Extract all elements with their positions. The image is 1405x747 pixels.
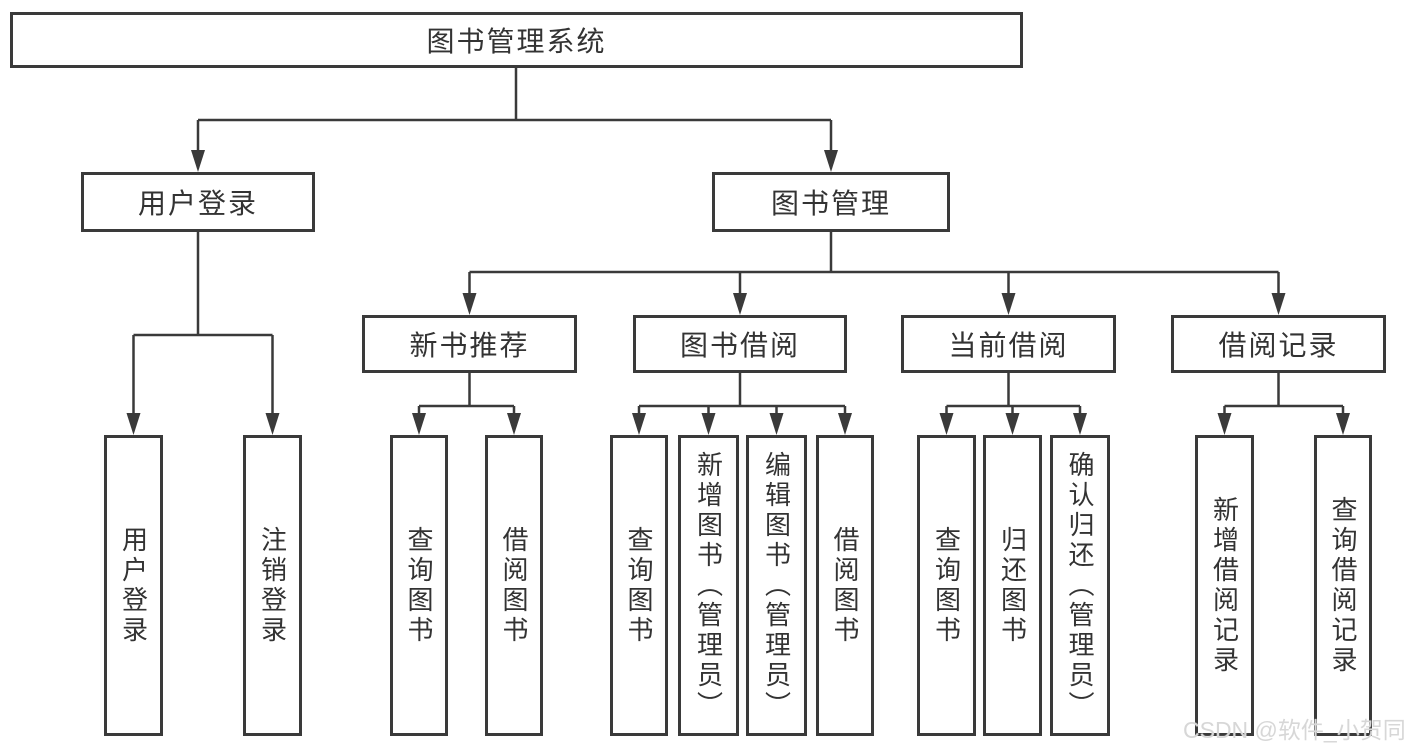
node-user-login: 用户登录 — [81, 172, 315, 232]
node-root-label: 图书管理系统 — [426, 26, 607, 57]
node-current-borrow: 当前借阅 — [901, 315, 1116, 373]
leaf-query-borrow-record-label: 查询借阅记录 — [1328, 495, 1358, 676]
leaf-confirm-return-admin-label: 确认归还（管理员） — [1065, 450, 1095, 721]
leaf-borrow-books-recommend: 借阅图书 — [485, 435, 543, 736]
leaf-query-books-current-label: 查询图书 — [931, 525, 962, 646]
node-root: 图书管理系统 — [10, 12, 1023, 68]
leaf-add-books-admin: 新增图书（管理员） — [678, 435, 739, 736]
node-book-management: 图书管理 — [712, 172, 950, 232]
leaf-user-login-label: 用户登录 — [118, 525, 149, 646]
node-new-book-recommend-label: 新书推荐 — [409, 330, 530, 361]
csdn-watermark: CSDN @软件_小贺同学 — [1183, 717, 1405, 743]
leaf-borrow-books-recommend-label: 借阅图书 — [499, 525, 529, 646]
leaf-logout: 注销登录 — [243, 435, 302, 736]
leaf-edit-books-admin: 编辑图书（管理员） — [746, 435, 807, 736]
leaf-add-books-admin-label: 新增图书（管理员） — [693, 450, 724, 721]
node-user-login-label: 用户登录 — [137, 188, 258, 219]
node-new-book-recommend: 新书推荐 — [362, 315, 577, 373]
leaf-add-borrow-record-label: 新增借阅记录 — [1209, 495, 1240, 676]
leaf-query-borrow-record: 查询借阅记录 — [1314, 435, 1372, 736]
leaf-confirm-return-admin: 确认归还（管理员） — [1050, 435, 1110, 736]
node-borrow-records: 借阅记录 — [1171, 315, 1386, 373]
leaf-logout-label: 注销登录 — [257, 525, 288, 646]
node-book-management-label: 图书管理 — [770, 188, 891, 219]
leaf-user-login: 用户登录 — [104, 435, 163, 736]
leaf-edit-books-admin-label: 编辑图书（管理员） — [761, 450, 792, 721]
node-book-borrow-label: 图书借阅 — [679, 330, 800, 361]
node-book-borrow: 图书借阅 — [633, 315, 847, 373]
node-current-borrow-label: 当前借阅 — [948, 330, 1069, 361]
node-borrow-records-label: 借阅记录 — [1218, 330, 1339, 361]
leaf-borrow-books-borrow-label: 借阅图书 — [830, 525, 860, 646]
leaf-query-books-recommend: 查询图书 — [390, 435, 448, 736]
arrowheads — [126, 150, 1350, 435]
leaf-query-books-recommend-label: 查询图书 — [404, 525, 434, 646]
leaf-query-books-borrow-label: 查询图书 — [624, 525, 654, 646]
leaf-query-books-current: 查询图书 — [917, 435, 976, 736]
leaf-return-books-label: 归还图书 — [997, 525, 1028, 646]
leaf-return-books: 归还图书 — [983, 435, 1042, 736]
leaf-borrow-books-borrow: 借阅图书 — [816, 435, 874, 736]
leaf-query-books-borrow: 查询图书 — [610, 435, 668, 736]
leaf-add-borrow-record: 新增借阅记录 — [1195, 435, 1254, 736]
